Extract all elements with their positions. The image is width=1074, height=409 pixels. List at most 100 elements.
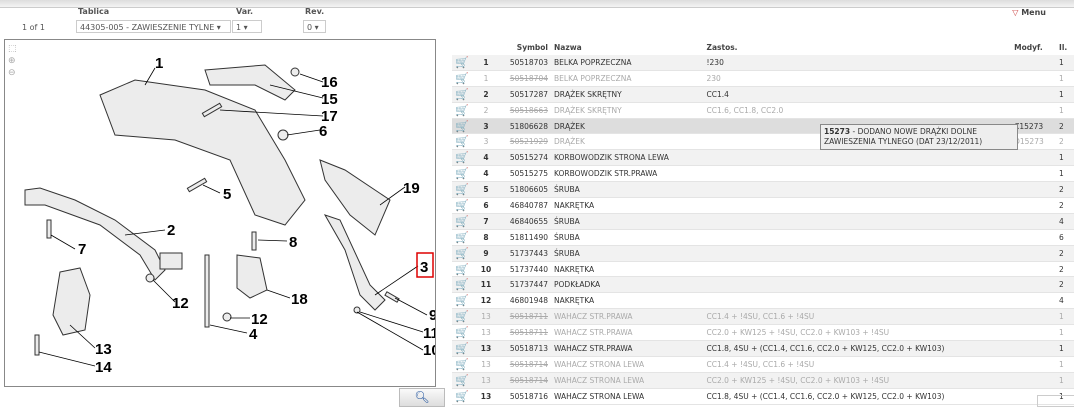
callout-9[interactable]: 9 xyxy=(429,307,437,324)
tablica-value: 44305-005 - ZAWIESZENIE TYLNE xyxy=(80,23,215,32)
add-to-cart-icon[interactable]: 🛒 xyxy=(452,181,472,199)
row-modyf xyxy=(1011,165,1057,183)
add-to-cart-icon[interactable]: 🛒 xyxy=(452,118,472,135)
add-to-cart-icon[interactable]: 🛒 xyxy=(452,292,472,310)
rev-select[interactable]: 0 ▾ xyxy=(303,20,326,33)
callout-4[interactable]: 4 xyxy=(249,326,258,343)
callout-18[interactable]: 18 xyxy=(291,291,308,308)
callout-8[interactable]: 8 xyxy=(289,234,297,251)
row-qty: 1 xyxy=(1056,165,1074,183)
add-to-cart-icon[interactable]: 🛒 xyxy=(452,102,472,119)
add-to-cart-icon[interactable]: 🛒 xyxy=(452,229,472,246)
add-to-cart-icon[interactable]: 🛒 xyxy=(452,165,472,183)
add-to-cart-icon[interactable]: 🛒 xyxy=(452,55,472,71)
row-modyf xyxy=(1011,261,1057,278)
zoom-in-icon[interactable]: ⊕ xyxy=(8,56,16,66)
col-qty[interactable]: Il. xyxy=(1059,43,1068,52)
add-to-cart-icon[interactable]: 🛒 xyxy=(452,213,472,230)
row-symbol: 51737443 xyxy=(500,245,551,262)
add-to-cart-icon[interactable]: 🛒 xyxy=(452,356,472,373)
row-name: PODKŁADKA xyxy=(551,276,704,294)
callout-16[interactable]: 16 xyxy=(321,74,338,91)
row-zastos xyxy=(703,229,1012,246)
row-zastos: CC2.0 + KW125 + !4SU, CC2.0 + KW103 + !4… xyxy=(703,324,1012,342)
callout-19[interactable]: 19 xyxy=(403,180,420,197)
add-to-cart-icon[interactable]: 🛒 xyxy=(452,149,472,167)
callout-2[interactable]: 2 xyxy=(167,222,175,239)
add-to-cart-icon[interactable]: 🛒 xyxy=(452,308,472,326)
callout-15[interactable]: 15 xyxy=(321,91,338,108)
add-to-cart-icon[interactable]: 🛒 xyxy=(452,261,472,278)
tablica-select[interactable]: 44305-005 - ZAWIESZENIE TYLNE ▾ xyxy=(76,20,231,33)
search-button[interactable]: 🔍︎ xyxy=(399,388,445,407)
callout-5[interactable]: 5 xyxy=(223,186,231,203)
row-name: KORBOWODZIK STR.PRAWA xyxy=(551,165,704,183)
add-to-cart-icon[interactable]: 🛒 xyxy=(452,324,472,342)
callout-7[interactable]: 7 xyxy=(78,241,86,258)
zoom-out-icon[interactable]: ⊖ xyxy=(8,68,16,78)
row-zastos: CC2.0 + KW125 + !4SU, CC2.0 + KW103 + !4… xyxy=(703,372,1012,389)
row-qty: 2 xyxy=(1056,197,1074,214)
callout-13[interactable]: 13 xyxy=(95,341,112,358)
row-name: ŚRUBA xyxy=(551,229,704,246)
row-zastos xyxy=(703,165,1012,183)
row-modyf xyxy=(1011,356,1057,373)
row-name: WAHACZ STRONA LEWA xyxy=(551,388,704,405)
callout-12[interactable]: 12 xyxy=(172,295,189,312)
callout-14[interactable]: 14 xyxy=(95,359,112,376)
callout-3[interactable]: 3 xyxy=(420,259,428,276)
col-zastos[interactable]: Zastos. xyxy=(706,43,738,52)
callout-10[interactable]: 10 xyxy=(423,342,440,359)
var-select[interactable]: 1 ▾ xyxy=(232,20,262,33)
row-zastos xyxy=(703,261,1012,278)
col-symbol[interactable]: Symbol xyxy=(516,43,548,52)
row-symbol: 46801948 xyxy=(500,292,551,310)
fit-icon[interactable]: ⬚ xyxy=(8,44,17,54)
row-position: 2 xyxy=(472,86,500,103)
row-name: WAHACZ STR.PRAWA xyxy=(551,324,704,342)
callout-17[interactable]: 17 xyxy=(321,108,338,125)
menu-button[interactable]: ▽ Menu xyxy=(1012,8,1046,17)
add-to-cart-icon[interactable]: 🛒 xyxy=(452,197,472,214)
add-to-cart-icon[interactable]: 🛒 xyxy=(452,86,472,103)
callout-12b[interactable]: 12 xyxy=(251,311,268,328)
parts-diagram[interactable]: ⬚ ⊕ ⊖ 1 16 15 17 6 19 5 2 8 7 3 18 12 9 12… xyxy=(4,39,440,387)
callout-1[interactable]: 1 xyxy=(155,55,163,72)
add-to-cart-icon[interactable]: 🛒 xyxy=(452,70,472,87)
add-to-cart-icon[interactable]: 🛒 xyxy=(452,372,472,389)
row-position: 8 xyxy=(472,229,500,246)
row-symbol: 50517287 xyxy=(500,86,551,103)
row-qty: 1 xyxy=(1056,149,1074,167)
col-modyf[interactable]: Modyf. xyxy=(1014,43,1043,52)
add-to-cart-icon[interactable]: 🛒 xyxy=(452,340,472,357)
add-to-cart-icon[interactable]: 🛒 xyxy=(452,388,472,405)
add-to-cart-icon[interactable]: 🛒 xyxy=(452,245,472,262)
callout-6[interactable]: 6 xyxy=(319,123,327,140)
callout-11[interactable]: 11 xyxy=(423,325,439,342)
scroll-control[interactable] xyxy=(1037,395,1074,407)
add-to-cart-icon[interactable]: 🛒 xyxy=(452,276,472,294)
row-modyf xyxy=(1011,213,1057,230)
col-nazwa[interactable]: Nazwa xyxy=(554,43,582,52)
add-to-cart-icon[interactable]: 🛒 xyxy=(452,133,472,151)
